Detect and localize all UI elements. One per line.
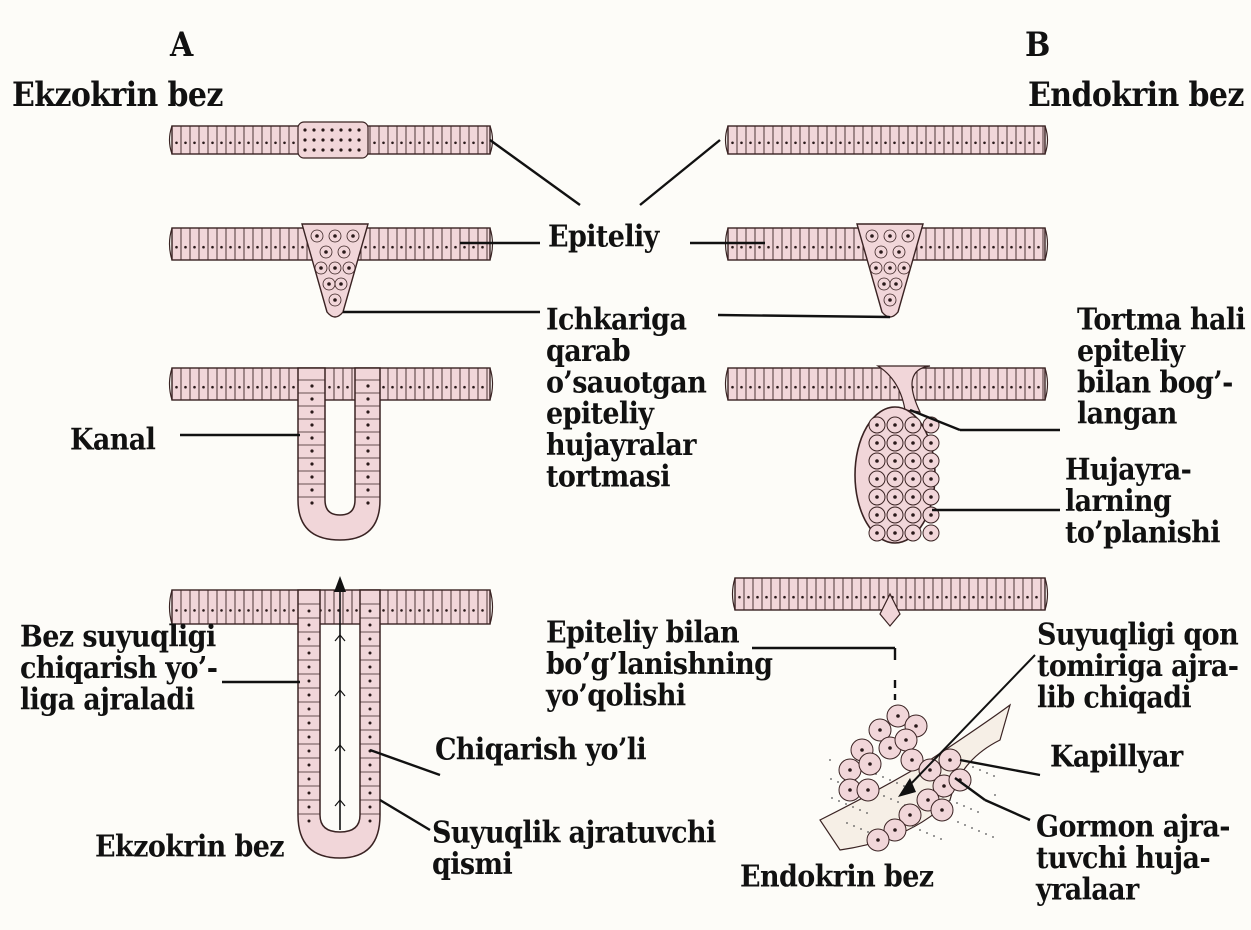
ingrowth-cone-b bbox=[857, 224, 923, 317]
leader-epithelium-b1 bbox=[640, 140, 720, 205]
epithelium-strip-b1 bbox=[726, 126, 1048, 154]
exocrine-gland-a4 bbox=[298, 590, 380, 858]
label-capillary: Kapillyar bbox=[1050, 742, 1183, 773]
column-b-title: Endokrin bez bbox=[1028, 80, 1244, 111]
label-secretion-to-blood: Suyuqligi qon tomiriga ajra- lib chiqadi bbox=[1037, 620, 1238, 714]
label-cord-connected: Tortma hali epiteliy bilan bog’- langan bbox=[1077, 305, 1245, 430]
epithelium-strip-a4 bbox=[170, 590, 493, 624]
label-loss-of-connection: Epiteliy bilan bo’g’lanishning yo’qolish… bbox=[546, 618, 772, 712]
thickening-a1 bbox=[298, 122, 368, 158]
column-a-letter: A bbox=[170, 30, 193, 61]
label-epithelium: Epiteliy bbox=[548, 222, 659, 253]
leader-epithelium-a1 bbox=[490, 140, 580, 205]
label-endocrine-bottom: Endokrin bez bbox=[740, 862, 934, 893]
column-a-title: Ekzokrin bez bbox=[12, 80, 223, 111]
leader-capillary bbox=[960, 760, 1040, 775]
leader-hormone-2 bbox=[985, 800, 1030, 820]
label-ingrowth: Ichkariga qarab o’sauotgan epiteliy huja… bbox=[546, 305, 706, 493]
label-secretory-part: Suyuqlik ajratuvchi qismi bbox=[432, 818, 716, 881]
column-b-letter: B bbox=[1025, 30, 1050, 61]
label-excretory-duct: Chiqarish yo’li bbox=[435, 735, 646, 766]
ingrowth-cone-a bbox=[302, 224, 368, 317]
epithelium-strip-a3 bbox=[170, 368, 493, 400]
label-canal: Kanal bbox=[70, 425, 155, 456]
label-exocrine-bottom: Ekzokrin bez bbox=[95, 832, 284, 863]
endocrine-gland-b4 bbox=[820, 705, 1010, 851]
leader-ingrowth-b bbox=[718, 315, 890, 317]
leader-secretory-part bbox=[380, 800, 430, 830]
label-hormone-cells: Gormon ajra- tuvchi huja- yralaar bbox=[1036, 812, 1230, 906]
label-secretion-to-duct: Bez suyuqligi chiqarish yo’- liga ajrala… bbox=[20, 622, 217, 716]
label-cell-cluster: Hujayra- larning to’planishi bbox=[1065, 455, 1220, 549]
